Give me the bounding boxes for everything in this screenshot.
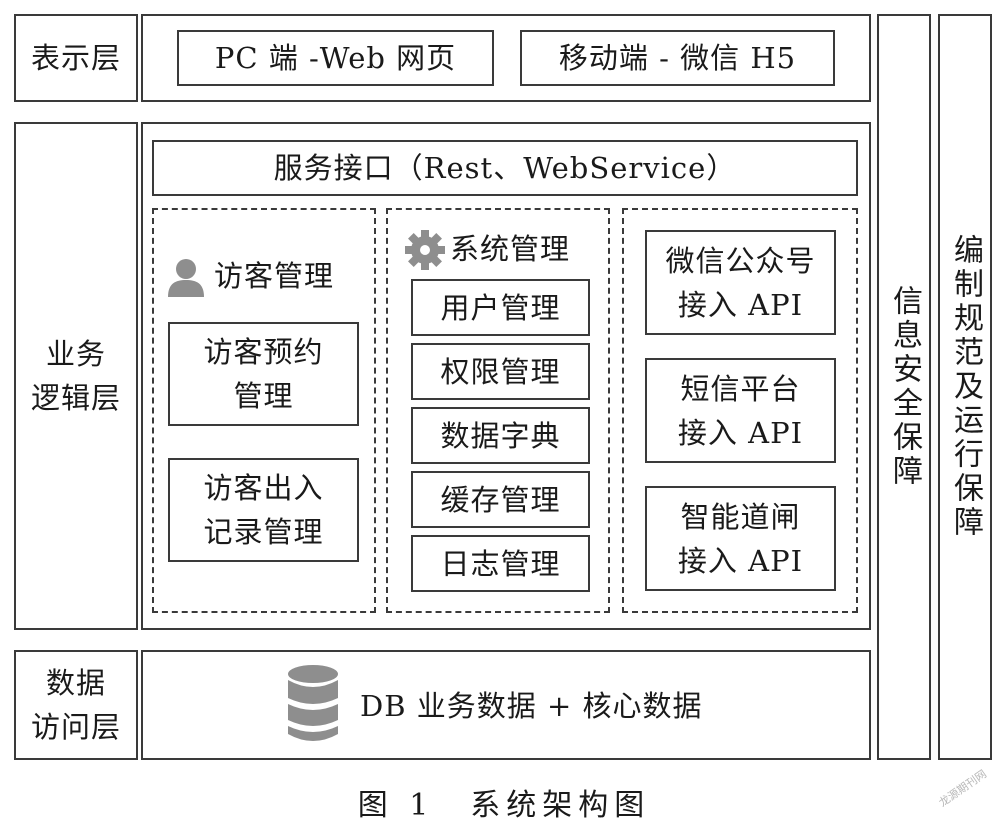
data-access-layer — [141, 650, 871, 760]
mobile-h5-box: 移动端 - 微信 H5 — [520, 30, 835, 86]
security-column: 信息安全保障 — [877, 14, 931, 760]
log-management-box: 日志管理 — [411, 535, 590, 592]
visitor-reservation-text: 访客预约 管理 — [203, 335, 324, 413]
cache-management-text: 缓存管理 — [440, 482, 561, 517]
database-icon — [286, 664, 340, 748]
layer-label-data-access-text: 数据 访问层 — [30, 666, 121, 744]
user-icon — [166, 256, 206, 302]
user-management-text: 用户管理 — [440, 290, 561, 325]
user-management-box: 用户管理 — [411, 279, 590, 336]
visitor-management-group — [152, 208, 376, 613]
layer-label-business-text: 业务 逻辑层 — [30, 337, 121, 415]
visitor-reservation-box: 访客预约 管理 — [168, 322, 359, 426]
layer-label-data-access: 数据 访问层 — [14, 650, 138, 760]
system-management-title: 系统管理 — [450, 232, 571, 266]
layer-label-presentation: 表示层 — [14, 14, 138, 102]
gate-api-text: 智能道闸 接入 API — [677, 499, 804, 578]
pc-web-text: PC 端 -Web 网页 — [214, 41, 457, 75]
data-dictionary-text: 数据字典 — [440, 418, 561, 453]
gate-api-box: 智能道闸 接入 API — [645, 486, 836, 591]
wechat-api-text: 微信公众号 接入 API — [665, 243, 816, 322]
wechat-api-box: 微信公众号 接入 API — [645, 230, 836, 335]
log-management-text: 日志管理 — [440, 546, 561, 581]
cache-management-box: 缓存管理 — [411, 471, 590, 528]
sms-api-text: 短信平台 接入 API — [677, 371, 804, 450]
visitor-record-text: 访客出入 记录管理 — [203, 471, 324, 549]
api-integration-group — [622, 208, 858, 613]
mobile-h5-text: 移动端 - 微信 H5 — [558, 41, 797, 75]
sms-api-box: 短信平台 接入 API — [645, 358, 836, 463]
figure-caption: 图 1 系统架构图 — [357, 788, 651, 823]
pc-web-box: PC 端 -Web 网页 — [177, 30, 494, 86]
gear-icon — [404, 229, 446, 275]
security-column-text: 信息安全保障 — [887, 285, 922, 489]
db-label: DB 业务数据 + 核心数据 — [360, 689, 703, 723]
standards-column-text: 编制规范及运行保障 — [948, 234, 983, 540]
system-management-group — [386, 208, 610, 613]
visitor-management-title: 访客管理 — [214, 259, 335, 293]
permission-management-text: 权限管理 — [440, 354, 561, 389]
service-interface-text: 服务接口（Rest、WebService） — [273, 151, 737, 185]
visitor-record-box: 访客出入 记录管理 — [168, 458, 359, 562]
layer-label-business: 业务 逻辑层 — [14, 122, 138, 630]
standards-column: 编制规范及运行保障 — [938, 14, 992, 760]
service-interface-box: 服务接口（Rest、WebService） — [152, 140, 858, 196]
layer-label-presentation-text: 表示层 — [30, 41, 121, 75]
data-dictionary-box: 数据字典 — [411, 407, 590, 464]
permission-management-box: 权限管理 — [411, 343, 590, 400]
